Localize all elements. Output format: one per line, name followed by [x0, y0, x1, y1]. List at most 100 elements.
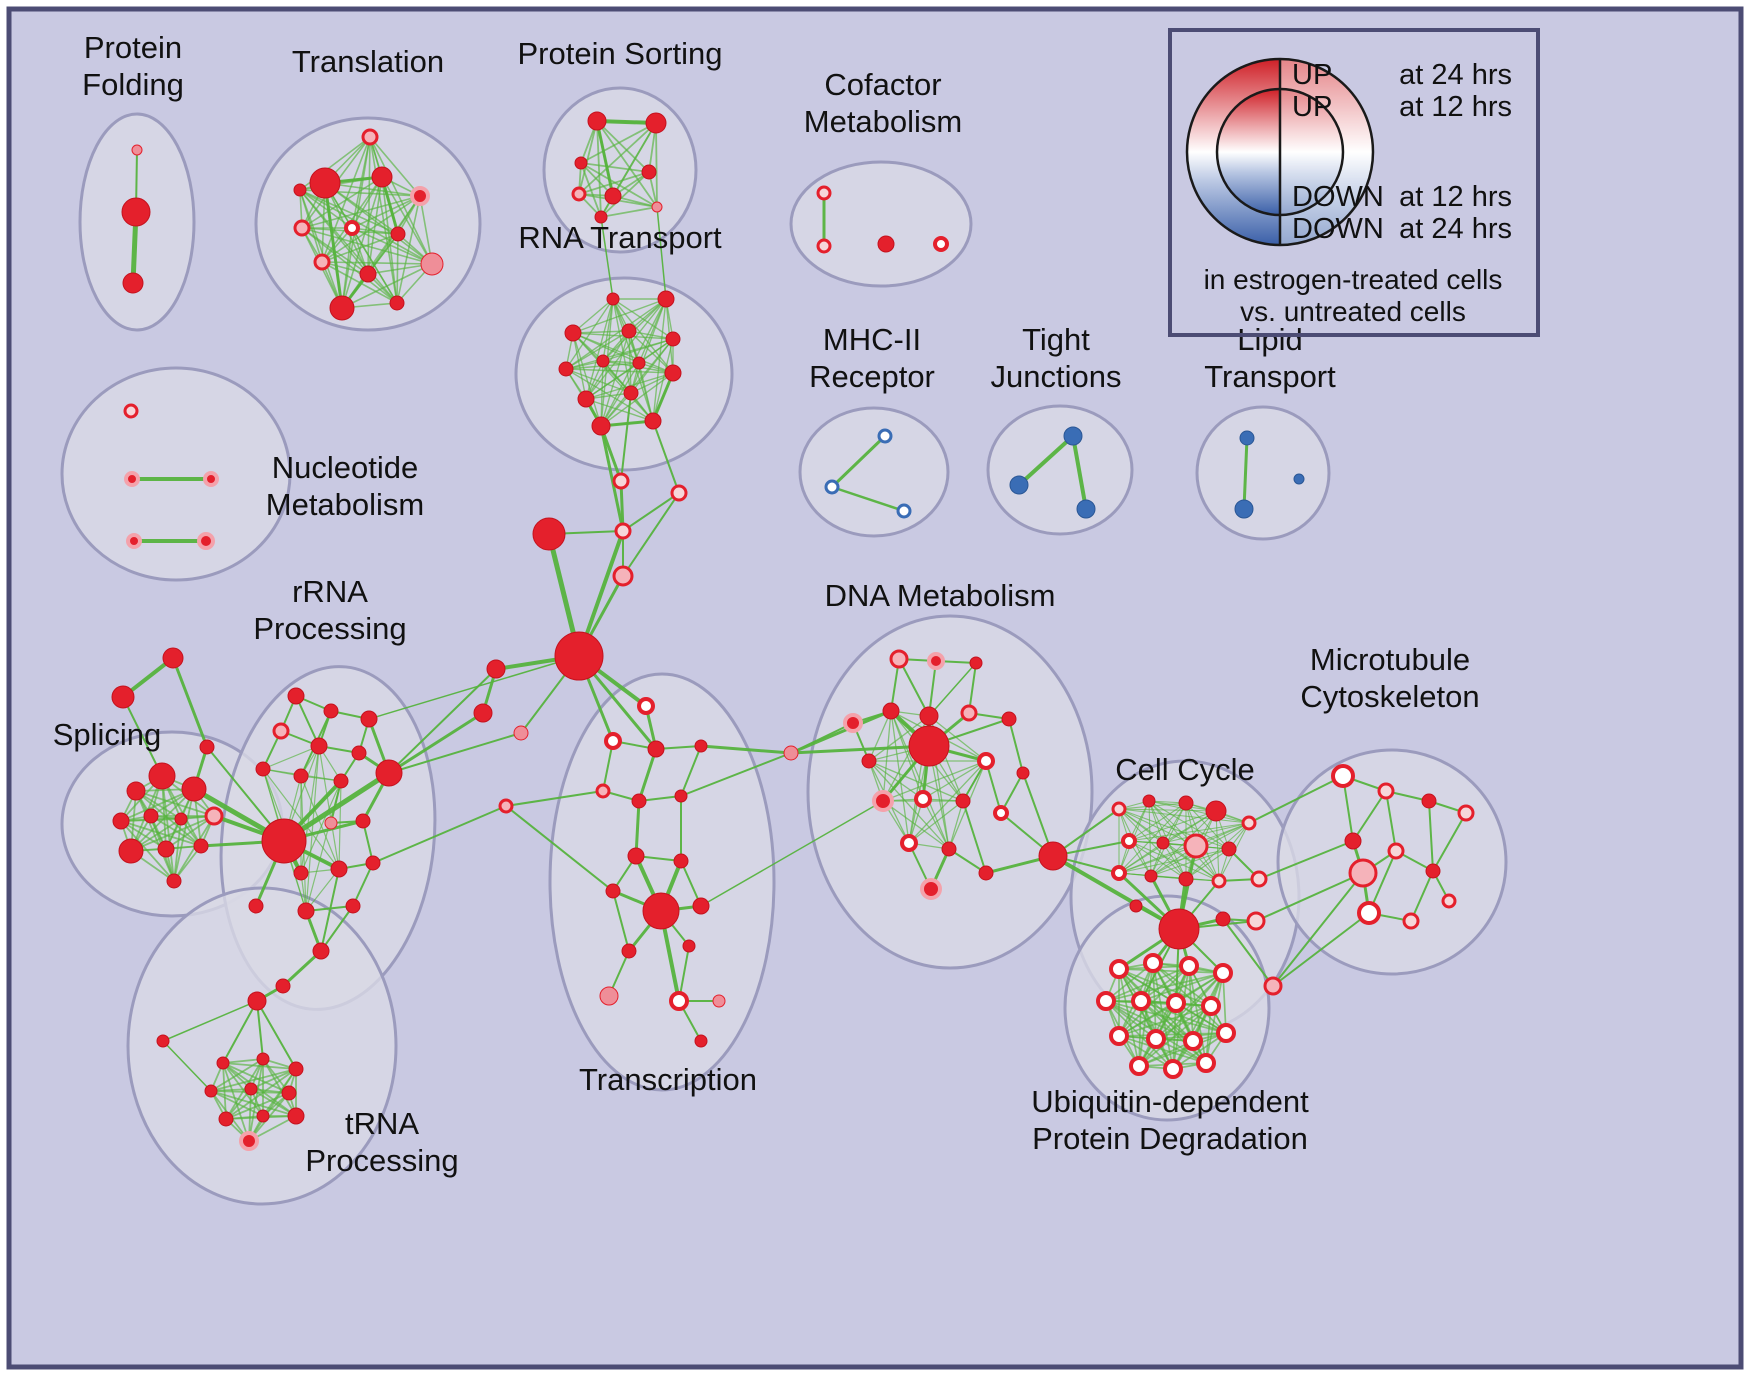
cluster-label-transcription: Transcription — [579, 1062, 757, 1097]
network-node — [604, 732, 622, 750]
cluster-label-line: Protein — [84, 30, 182, 65]
legend-down12-dir: DOWN — [1292, 181, 1384, 213]
network-edge — [1118, 968, 1224, 974]
network-edge — [369, 136, 421, 197]
cluster-label-line: RNA Transport — [518, 220, 722, 255]
network-node — [612, 472, 630, 490]
network-edge — [622, 492, 680, 577]
network-node — [919, 706, 939, 726]
network-node — [587, 111, 607, 131]
network-node — [498, 798, 514, 814]
network-edge — [1172, 1032, 1227, 1070]
network-edge — [321, 261, 433, 265]
network-edge — [680, 745, 702, 797]
network-edge — [351, 195, 421, 229]
network-node — [389, 295, 405, 311]
network-node — [111, 685, 135, 709]
network-edge — [120, 788, 195, 822]
network-edge — [1150, 810, 1217, 877]
network-node — [288, 1061, 304, 1077]
network-edge — [580, 122, 657, 164]
network-edge — [572, 332, 602, 427]
network-edge — [301, 227, 398, 304]
network-edge — [622, 492, 680, 532]
network-edge — [1071, 434, 1088, 511]
network-node — [694, 739, 708, 753]
network-edge — [985, 760, 1002, 814]
cluster-label-line: Tight — [1022, 322, 1090, 357]
network-edge — [868, 760, 964, 802]
network-edge — [396, 233, 399, 304]
network-edge — [320, 905, 354, 952]
network-edge — [830, 434, 887, 489]
network-node — [309, 167, 341, 199]
network-node — [293, 865, 309, 881]
network-node — [148, 762, 176, 790]
network-edge — [1432, 812, 1467, 872]
network-node — [239, 1131, 259, 1151]
network-edge — [505, 805, 614, 892]
network-edge — [299, 189, 398, 304]
network-node — [596, 354, 610, 368]
network-edge — [1272, 872, 1364, 987]
network-node — [261, 818, 307, 864]
network-edge — [572, 332, 654, 422]
network-node — [920, 878, 942, 900]
network-node — [783, 745, 799, 761]
legend-caption-line2: vs. untreated cells — [1240, 296, 1466, 327]
network-node — [193, 838, 209, 854]
network-node — [692, 897, 710, 915]
network-edge — [262, 745, 320, 770]
network-node — [670, 484, 688, 502]
network-node — [977, 752, 995, 770]
legend-caption-line1: in estrogen-treated cells — [1204, 264, 1503, 295]
network-node — [1142, 794, 1156, 808]
network-edge — [890, 710, 950, 850]
network-edge — [1118, 1005, 1212, 1037]
network-edge — [789, 744, 931, 755]
cluster-label-line: Folding — [82, 67, 184, 102]
network-edge — [580, 162, 650, 173]
network-node — [591, 416, 611, 436]
network-node — [1205, 800, 1227, 822]
network-edge — [1118, 808, 1217, 812]
network-edge — [305, 868, 340, 912]
network-node — [118, 838, 144, 864]
cluster-ellipse-mhc-ii-receptor — [798, 406, 950, 538]
network-node — [933, 236, 949, 252]
network-edge — [341, 263, 433, 309]
network-edge — [882, 800, 950, 850]
network-node — [1293, 473, 1305, 485]
network-node — [310, 737, 328, 755]
network-edge — [637, 747, 658, 803]
network-node — [1213, 963, 1233, 983]
network-edge — [248, 1068, 297, 1142]
network-edge — [602, 338, 674, 362]
network-node — [513, 725, 529, 741]
network-edge — [922, 760, 987, 800]
network-node — [1076, 499, 1096, 519]
network-node — [313, 253, 331, 271]
network-node — [1348, 858, 1378, 888]
network-node — [1016, 766, 1030, 780]
network-node — [1156, 836, 1170, 850]
network-edge — [651, 371, 675, 423]
network-edge — [572, 332, 674, 340]
cluster-label-line: Transcription — [579, 1062, 757, 1097]
network-edge — [1222, 972, 1227, 1034]
cluster-label-line: Cofactor — [824, 67, 941, 102]
network-node — [960, 704, 978, 722]
network-node — [256, 1109, 270, 1123]
network-edge — [612, 890, 630, 952]
network-node — [1109, 1026, 1129, 1046]
network-edge — [1138, 972, 1224, 1067]
network-edge — [368, 655, 580, 720]
cluster-label-line: Nucleotide — [272, 450, 418, 485]
network-edge — [162, 1040, 212, 1092]
network-node — [1221, 841, 1237, 857]
network-edge — [222, 1058, 264, 1064]
network-node — [1109, 959, 1129, 979]
